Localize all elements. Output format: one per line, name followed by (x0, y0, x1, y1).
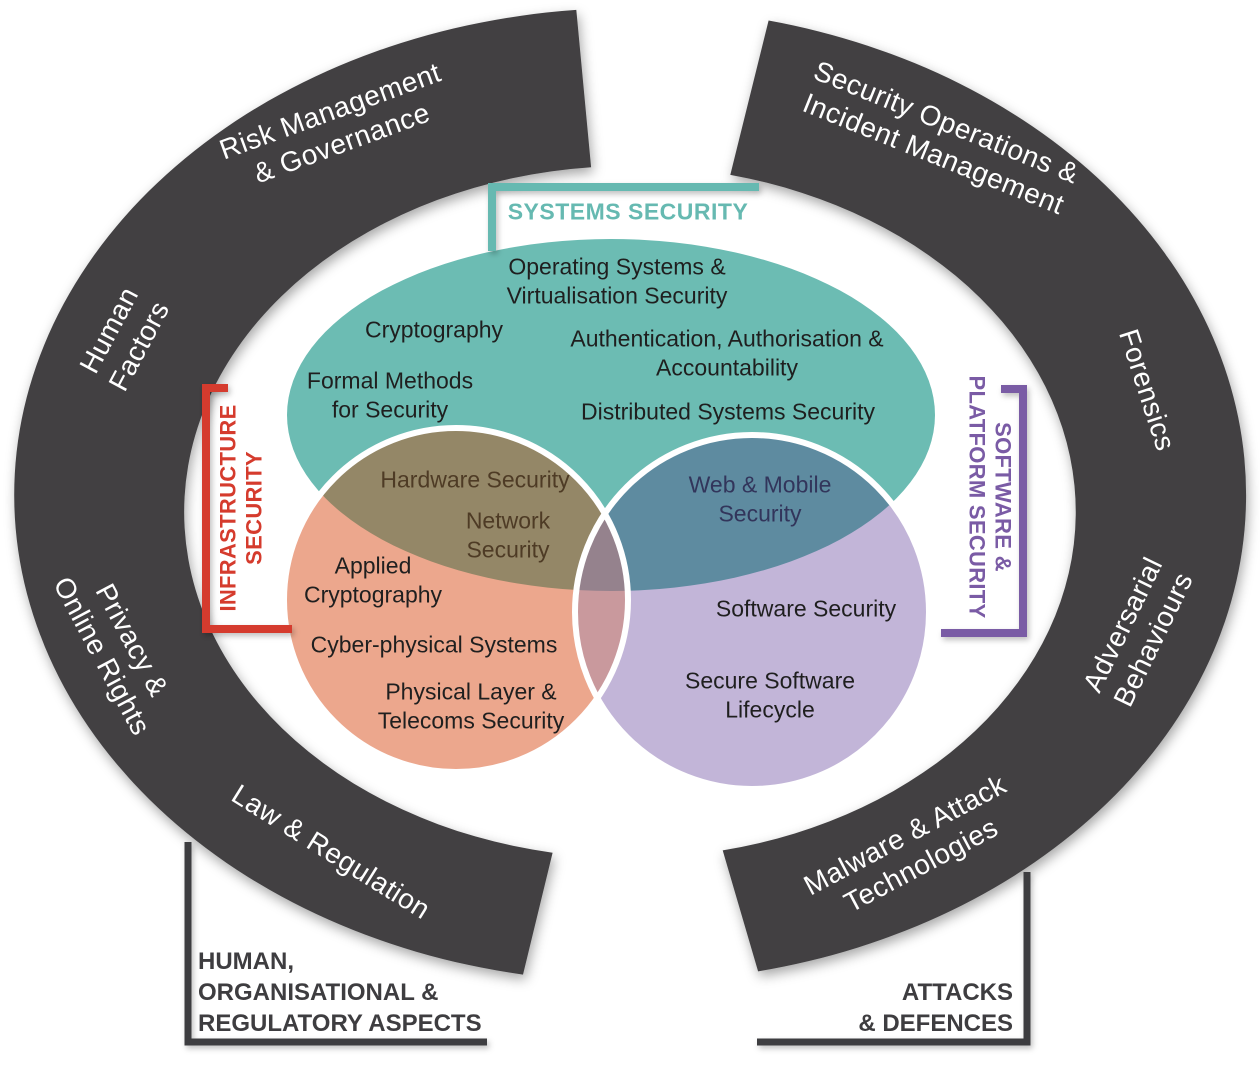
systems-security-label: SYSTEMS SECURITY (507, 198, 749, 225)
item-cryptography: Cryptography (364, 316, 504, 343)
infrastructure-security-bracket (202, 384, 292, 633)
item-software-security: Software Security (715, 595, 897, 622)
item-authentication-authorisation-accountability: Authentication, Authorisation & Accounta… (570, 325, 884, 381)
ring-right-arc (722, 20, 1247, 972)
item-distributed-systems-security: Distributed Systems Security (581, 398, 875, 425)
overlap-systems-infrastructure (287, 428, 628, 591)
item-operating-systems-virtualisation: Operating Systems & Virtualisation Secur… (506, 253, 728, 309)
systems-security-bracket (488, 183, 759, 251)
ring-left-arc (14, 9, 592, 975)
attacks-defences-label: ATTACKS & DEFENCES (858, 979, 1013, 1037)
item-hardware-security: Hardware Security (380, 466, 570, 493)
attacks-defences-bracket (757, 872, 1031, 1046)
item-applied-cryptography: Applied Cryptography (303, 552, 443, 608)
overlap-systems-software (575, 435, 929, 591)
software-platform-security-bracket (941, 385, 1027, 637)
human-organisational-bracket (184, 842, 487, 1046)
human-organisational-regulatory-label: HUMAN, ORGANISATIONAL & REGULATORY ASPEC… (198, 948, 482, 1037)
infrastructure-circle-outline (281, 425, 631, 775)
software-platform-security-label: SOFTWARE & PLATFORM SECURITY (964, 375, 1016, 619)
item-physical-layer-telecoms: Physical Layer & Telecoms Security (377, 678, 565, 734)
software-circle-outline (572, 432, 932, 792)
item-cyber-physical-systems: Cyber-physical Systems (310, 631, 558, 658)
item-formal-methods: Formal Methods for Security (306, 367, 474, 423)
item-secure-software-lifecycle: Secure Software Lifecycle (684, 667, 856, 723)
item-web-mobile-security: Web & Mobile Security (688, 471, 832, 527)
item-network-security: Network Security (465, 507, 551, 563)
infrastructure-security-label: INFRASTRUCTURE SECURITY (215, 404, 267, 612)
